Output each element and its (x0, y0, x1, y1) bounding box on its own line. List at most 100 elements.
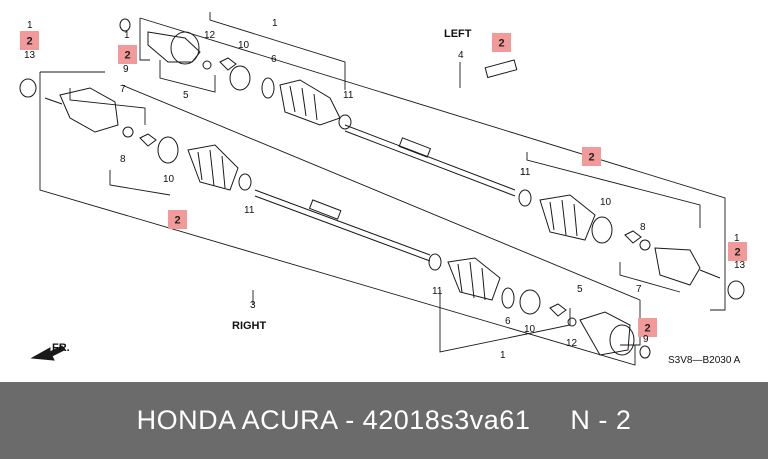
part-number-callout: 9 (123, 64, 129, 75)
right-outer-ring (122, 126, 134, 138)
part-number-callout: 1 (272, 18, 278, 29)
left-outer-ring (639, 239, 651, 251)
right-stop-ring (501, 287, 515, 309)
part-number-callout: 13 (24, 50, 36, 61)
right-inboard-joint-housing (609, 324, 635, 356)
left-band (338, 114, 352, 130)
left-small-ring (202, 60, 212, 70)
part-number-callout: 5 (577, 284, 583, 295)
left-outer-spider (624, 230, 642, 244)
right-clamp-ring (519, 289, 541, 315)
part-number-callout: 6 (505, 316, 511, 327)
leader-line (209, 12, 346, 90)
badge-label: 2 (644, 323, 650, 335)
left-inboard-joint-housing (170, 31, 200, 65)
part-number-callout: 1 (500, 350, 506, 361)
part-number-callout: 9 (643, 334, 649, 345)
part-number-callout: 3 (250, 300, 256, 311)
part-number-callout: 11 (244, 205, 255, 216)
part-number-callout: 1 (124, 30, 130, 41)
caption-bar: HONDA ACURA - 42018s3va61 N - 2 (0, 382, 768, 459)
part-number-callout: 8 (120, 154, 126, 165)
quantity-badge: 2 (492, 33, 511, 52)
frame-line (121, 84, 641, 346)
part-number-callout: 8 (640, 222, 646, 233)
right-boot-outer-ribs (197, 149, 226, 189)
right-outer-spider (139, 133, 157, 147)
right-stub (44, 97, 63, 105)
part-number-callout: 10 (600, 197, 612, 208)
part-number-callout: 7 (120, 84, 126, 95)
top-clip (119, 18, 131, 32)
left-spider (219, 57, 237, 71)
left-side-label: LEFT (444, 28, 472, 40)
right-boot-outer (187, 144, 239, 191)
right-side-label: RIGHT (232, 320, 267, 332)
quantity-badge: 2 (582, 147, 601, 166)
diagram-code: S3V8—B2030 A (668, 355, 741, 366)
part-number-callout: 11 (343, 90, 354, 101)
right-hub-nut (19, 78, 37, 98)
quantity-badge: 2 (638, 318, 657, 337)
leader-line (159, 60, 216, 93)
badge-label: 2 (26, 36, 32, 48)
frame-line (139, 17, 726, 311)
front-direction-label: FR. (52, 342, 70, 354)
part-number-callout: 11 (520, 167, 531, 178)
spring-pin (484, 59, 518, 79)
left-stop-ring (261, 77, 275, 99)
badge-label: 2 (588, 152, 594, 164)
right-inboard-joint (579, 311, 631, 356)
right-boot-inner (447, 257, 501, 301)
leader-line (619, 262, 681, 293)
badge-label: 2 (174, 215, 180, 227)
part-number-callout: 5 (183, 90, 189, 101)
part-number-callout: 11 (432, 286, 443, 297)
left-boot-outer-ribs (549, 199, 578, 237)
frame-line (39, 72, 636, 366)
leader-line (439, 290, 571, 353)
frame-line (139, 18, 150, 61)
quantity-badge: 2 (118, 45, 137, 64)
quantity-badges: 2 2 2 2 2 2 2 (20, 31, 747, 337)
part-number-callout: 10 (524, 324, 536, 335)
right-small-ring (567, 317, 577, 327)
part-number-callout: 12 (204, 30, 216, 41)
right-spider (549, 303, 567, 317)
left-outer-band (518, 189, 532, 207)
left-shaft-damper (398, 137, 432, 158)
part-number-callout: 7 (636, 284, 642, 295)
left-shaft (344, 130, 516, 197)
part-number-callout: 6 (271, 54, 277, 65)
part-number-callout: 12 (566, 338, 578, 349)
right-outboard-joint (59, 87, 119, 133)
leader-line (526, 152, 701, 228)
left-outboard-joint (654, 247, 701, 286)
part-number-callout: 10 (238, 40, 250, 51)
right-boot-inner-ribs (457, 261, 486, 301)
quantity-badge: 2 (20, 31, 39, 50)
front-arrow-icon (30, 345, 65, 361)
left-shaft (344, 124, 516, 191)
part-number-callout: 10 (163, 174, 175, 185)
part-number-callout: 4 (458, 50, 464, 61)
right-outer-band (238, 173, 252, 191)
left-stub (699, 269, 721, 279)
left-boot-outer (539, 194, 596, 241)
right-outer-clamp (157, 136, 179, 164)
left-hub-nut (727, 280, 745, 300)
part-number-callout: 1 (520, 167, 526, 178)
right-shaft-damper (308, 199, 342, 220)
caption-text: HONDA ACURA - 42018s3va61 N - 2 (136, 405, 632, 435)
right-inner-band (428, 253, 442, 271)
right-shaft (254, 189, 431, 256)
leader-line (69, 88, 146, 125)
part-number-callout: 13 (734, 260, 746, 271)
part-number-callout: 1 (734, 233, 740, 244)
quantity-badge: 2 (728, 242, 747, 261)
left-clamp-ring (229, 65, 251, 91)
badge-label: 2 (498, 38, 504, 50)
